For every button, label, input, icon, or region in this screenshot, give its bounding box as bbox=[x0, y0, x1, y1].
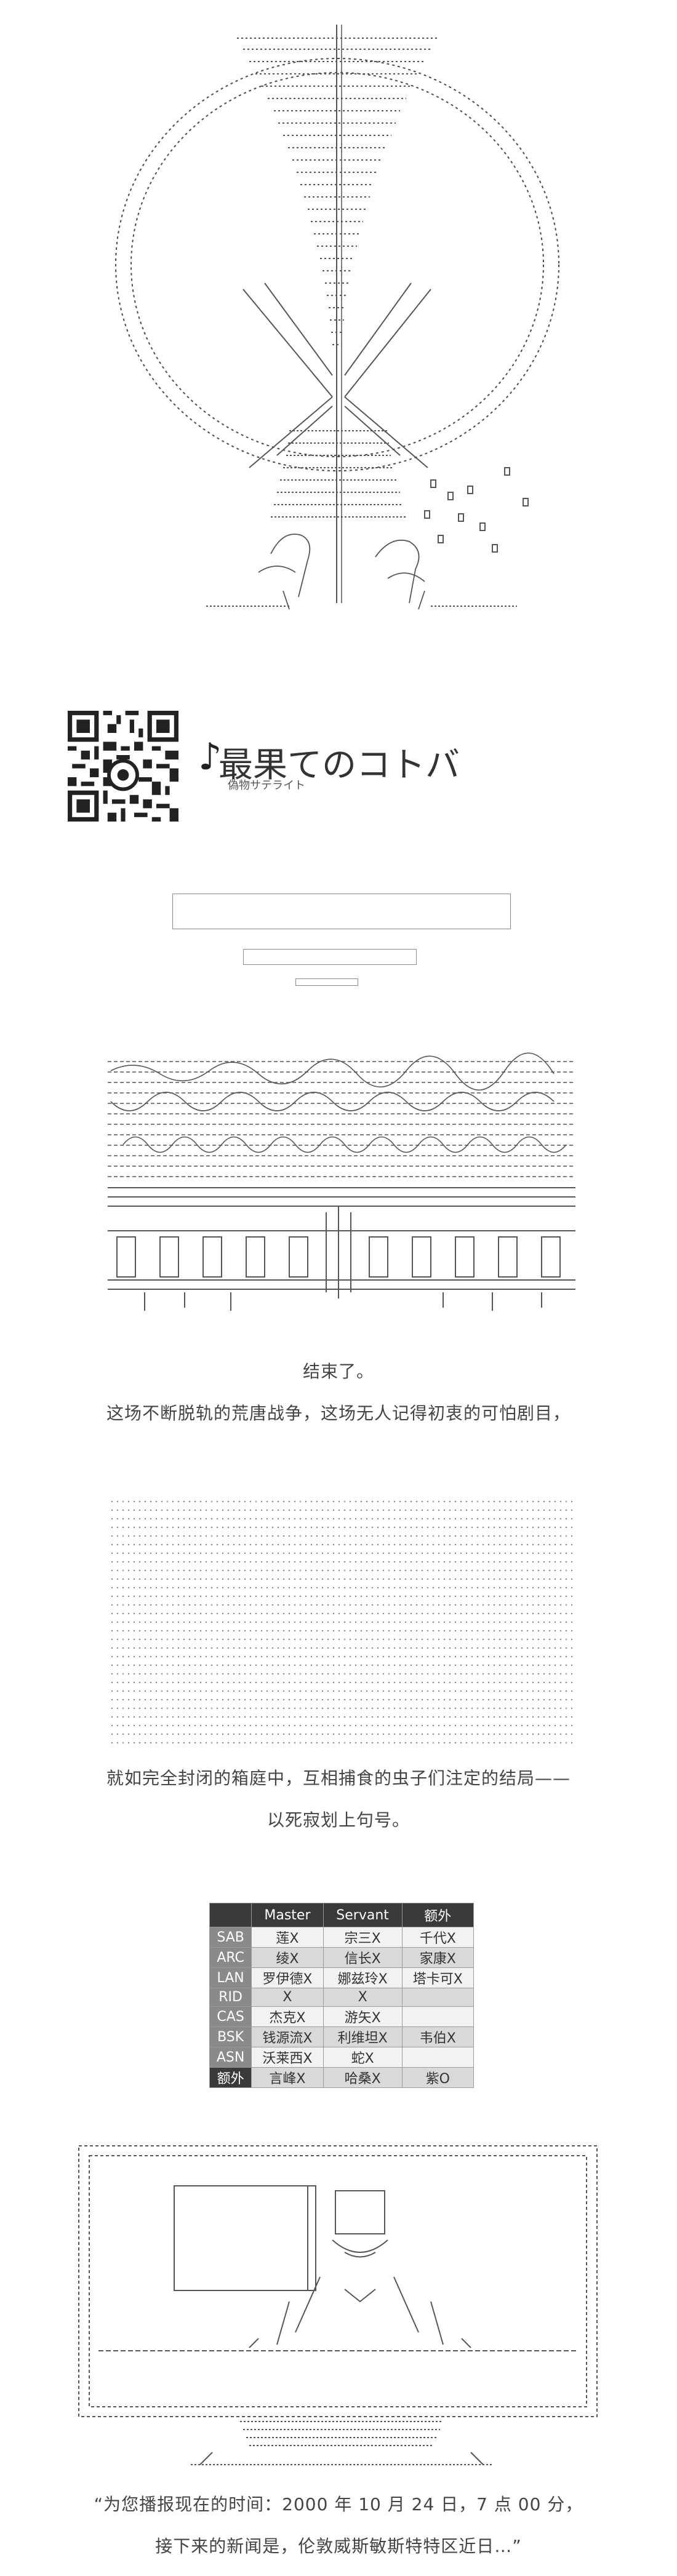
roster-cell: 言峰X bbox=[251, 2067, 324, 2088]
caption-line-5: “为您播报现在的时间：2000 年 10 月 24 日，7 点 00 分， bbox=[94, 2494, 583, 2514]
roster-cell: 蛇X bbox=[322, 2047, 403, 2068]
song-artist: 偽物サテライト bbox=[228, 779, 305, 792]
roster-cell: 游矢X bbox=[322, 2006, 403, 2027]
roster-header-row: Master Servant 额外 bbox=[209, 1903, 475, 1927]
roster-class-cell: CAS bbox=[209, 2006, 252, 2027]
roster-cell: 千代X bbox=[401, 1927, 475, 1948]
roster-cell: 娜兹玲X bbox=[322, 1967, 403, 1988]
table-row: CAS 杰克X 游矢X bbox=[209, 2006, 475, 2027]
table-row: ARC 绫X 信长X 家康X bbox=[209, 1947, 475, 1968]
roster-cell: X bbox=[322, 1988, 403, 2007]
roster-header-cell: 额外 bbox=[401, 1903, 475, 1927]
roster-cell: 信长X bbox=[322, 1947, 403, 1968]
roster-cell: 罗伊德X bbox=[251, 1967, 324, 1988]
roster-cell: 紫O bbox=[401, 2067, 475, 2088]
ascii-art-ring bbox=[115, 25, 559, 610]
roster-cell: 杰克X bbox=[251, 2006, 324, 2027]
roster-cell bbox=[401, 1988, 475, 2007]
roster-cell: 沃莱西X bbox=[251, 2047, 324, 2068]
table-row: 额外 言峰X 哈桑X 紫O bbox=[209, 2067, 475, 2088]
caption-line-2: 这场不断脱轨的荒唐战争，这场无人记得初衷的可怕剧目， bbox=[106, 1403, 571, 1423]
player-control-button[interactable] bbox=[295, 978, 358, 986]
roster-class-cell: 额外 bbox=[209, 2067, 252, 2088]
roster-class-cell: RID bbox=[209, 1988, 252, 2007]
table-row: RID X X bbox=[209, 1988, 475, 2007]
roster-class-cell: SAB bbox=[209, 1927, 252, 1948]
qr-code-icon bbox=[68, 711, 178, 822]
roster-table: Master Servant 额外 SAB 莲X 宗三X 千代X ARC 绫X … bbox=[209, 1903, 475, 2088]
player-frame[interactable] bbox=[172, 894, 511, 929]
roster-cell: 哈桑X bbox=[322, 2067, 403, 2088]
roster-header-cell: Servant bbox=[322, 1903, 403, 1927]
table-row: LAN 罗伊德X 娜兹玲X 塔卡可X bbox=[209, 1967, 475, 1988]
roster-cell: 韦伯X bbox=[401, 2026, 475, 2047]
caption-line-3: 就如完全封闭的箱庭中，互相捕食的虫子们注定的结局—— bbox=[106, 1768, 571, 1788]
roster-cell: 利维坦X bbox=[322, 2026, 403, 2047]
roster-cell: 塔卡可X bbox=[401, 1967, 475, 1988]
song-title: 最果てのコトバ bbox=[218, 745, 460, 785]
roster-cell: 家康X bbox=[401, 1947, 475, 1968]
roster-header-cell: Master bbox=[251, 1903, 324, 1927]
roster-cell bbox=[401, 2047, 475, 2068]
music-note-icon: ♪ bbox=[198, 735, 222, 778]
roster-class-cell: BSK bbox=[209, 2026, 252, 2047]
roster-cell bbox=[401, 2006, 475, 2027]
roster-class-cell: LAN bbox=[209, 1967, 252, 1988]
ascii-art-dotted-field bbox=[108, 1495, 577, 1749]
caption-line-4: 以死寂划上句号。 bbox=[266, 1810, 410, 1830]
roster-cell: X bbox=[251, 1988, 324, 2007]
roster-cell: 莲X bbox=[251, 1927, 324, 1948]
roster-class-cell: ARC bbox=[209, 1947, 252, 1968]
caption-line-6: 接下来的新闻是，伦敦威斯敏斯特特区近日…” bbox=[155, 2536, 522, 2556]
ascii-art-battlefield bbox=[108, 1052, 575, 1311]
table-row: SAB 莲X 宗三X 千代X bbox=[209, 1927, 475, 1948]
roster-cell: 钱源流X bbox=[251, 2026, 324, 2047]
caption-line-1: 结束了。 bbox=[302, 1361, 374, 1382]
table-row: ASN 沃莱西X 蛇X bbox=[209, 2047, 475, 2068]
roster-class-cell: ASN bbox=[209, 2047, 252, 2068]
player-progress-bar[interactable] bbox=[243, 949, 417, 965]
roster-cell: 绫X bbox=[251, 1947, 324, 1968]
roster-header-cell bbox=[209, 1903, 252, 1927]
table-row: BSK 钱源流X 利维坦X 韦伯X bbox=[209, 2026, 475, 2047]
roster-cell: 宗三X bbox=[322, 1927, 403, 1948]
